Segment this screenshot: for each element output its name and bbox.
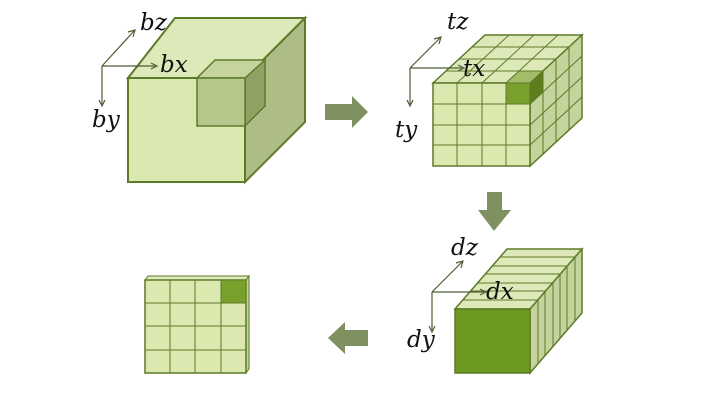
block-axes [98,29,159,108]
thread-y-label: ty [395,117,418,143]
data-x-label: dx [486,279,514,305]
arrow-right [325,96,368,128]
data-slab-front [454,308,531,374]
block-x-label: bx [160,52,188,78]
data-axes [428,260,488,334]
data-z-label: dz [451,235,479,261]
thread-axes [406,36,466,108]
flat-grid-highlight [220,279,247,304]
sub-cube [195,58,267,128]
sub-cube-front [196,77,246,127]
data-slabs: dz dx dy [407,235,584,376]
block-z-label: bz [140,10,168,36]
thread-x-label: tx [463,56,485,82]
thread-z-label: tz [447,9,469,35]
flat-grid [144,274,250,375]
data-slab-lines [463,256,576,364]
block-y-label: by [92,107,121,133]
thread-highlight-front [505,82,531,105]
data-y-label: dy [407,327,436,353]
thread-highlight [504,69,545,106]
thread-cube: tz tx ty [395,9,584,168]
block-cube: bz bx by [92,10,308,185]
arrow-down [478,192,511,231]
arrow-left [328,322,368,354]
